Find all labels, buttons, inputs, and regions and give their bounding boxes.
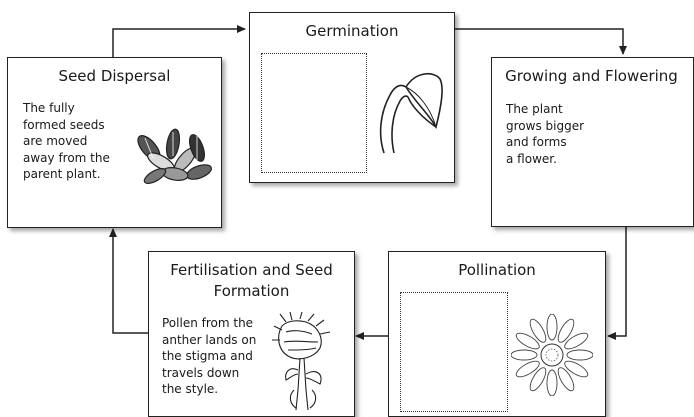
stage-title: Fertilisation and Seed Formation [149, 260, 354, 302]
drawing-placeholder [261, 53, 367, 173]
daisy-flower-icon [511, 314, 593, 396]
stage-germination: Germination [249, 12, 455, 183]
sunflower-seeds-icon [135, 126, 215, 190]
stage-description: The plant grows bigger and forms a flowe… [506, 101, 584, 167]
stage-title: Pollination [389, 260, 605, 281]
stage-title: Growing and Flowering [490, 66, 693, 87]
drawing-placeholder [400, 292, 508, 412]
stage-growing-and-flowering: Growing and Flowering The plant grows bi… [491, 57, 694, 227]
wilting-sunflower-icon [272, 312, 336, 412]
arrow-dispersal-to-germination [113, 29, 245, 58]
stage-title: Germination [250, 21, 454, 42]
arrow-fertilisation-to-dispersal [113, 229, 148, 333]
stage-description: The fully formed seeds are moved away fr… [23, 100, 110, 183]
arrow-growing-to-pollination [608, 227, 626, 336]
stage-fertilisation-and-seed-formation: Fertilisation and Seed Formation Pollen … [148, 251, 355, 417]
seedling-icon [376, 65, 446, 155]
stage-seed-dispersal: Seed Dispersal The fully formed seeds ar… [7, 57, 222, 228]
stage-pollination: Pollination [388, 251, 606, 417]
arrow-germination-to-growing [455, 29, 623, 54]
stage-title: Seed Dispersal [8, 66, 221, 87]
stage-description: Pollen from the anther lands on the stig… [162, 315, 256, 398]
